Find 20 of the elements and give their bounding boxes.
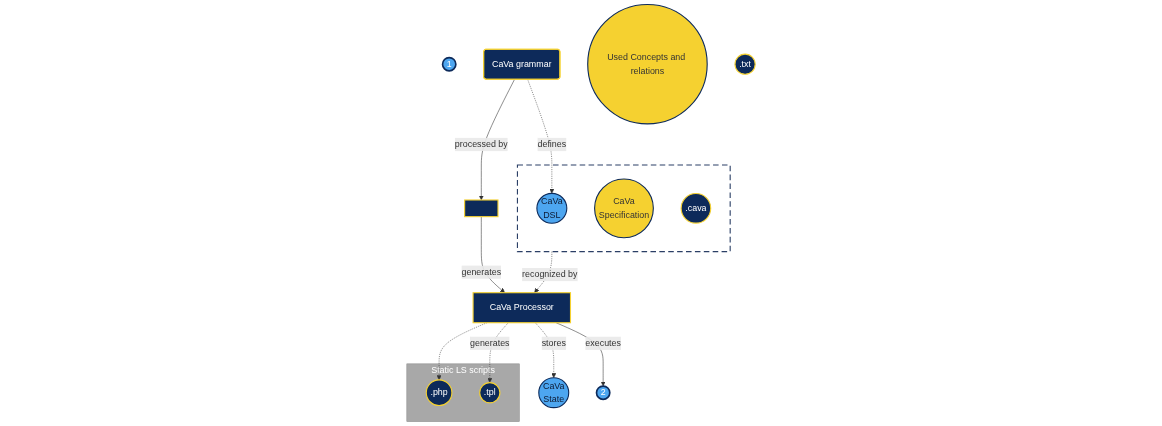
cluster <box>516 164 731 253</box>
node-circle: .php <box>425 379 453 407</box>
node-circle: .cava <box>680 192 712 224</box>
node-box: CaVa Processor <box>472 292 572 324</box>
node-circle: .txt <box>734 53 756 75</box>
node-circle: 1 <box>441 56 457 72</box>
node-circle: CaVa DSL <box>536 192 568 224</box>
edge-label: stores <box>541 338 566 348</box>
node-circle: CaVa Specification <box>594 178 654 239</box>
node-circle: Used Concepts and relations <box>587 3 708 125</box>
edge-label: processed by <box>454 139 508 149</box>
edge-label: executes <box>585 338 621 348</box>
edge-label: recognized by <box>522 269 578 280</box>
node-circle: 2 <box>595 385 611 401</box>
edge-label: generates <box>470 338 510 348</box>
edge-label: defines <box>537 139 567 149</box>
node-circle: .tpl <box>479 382 501 404</box>
node-circle: CaVa State <box>538 377 570 409</box>
edge-label: generates <box>461 267 502 277</box>
node-box <box>464 199 499 218</box>
